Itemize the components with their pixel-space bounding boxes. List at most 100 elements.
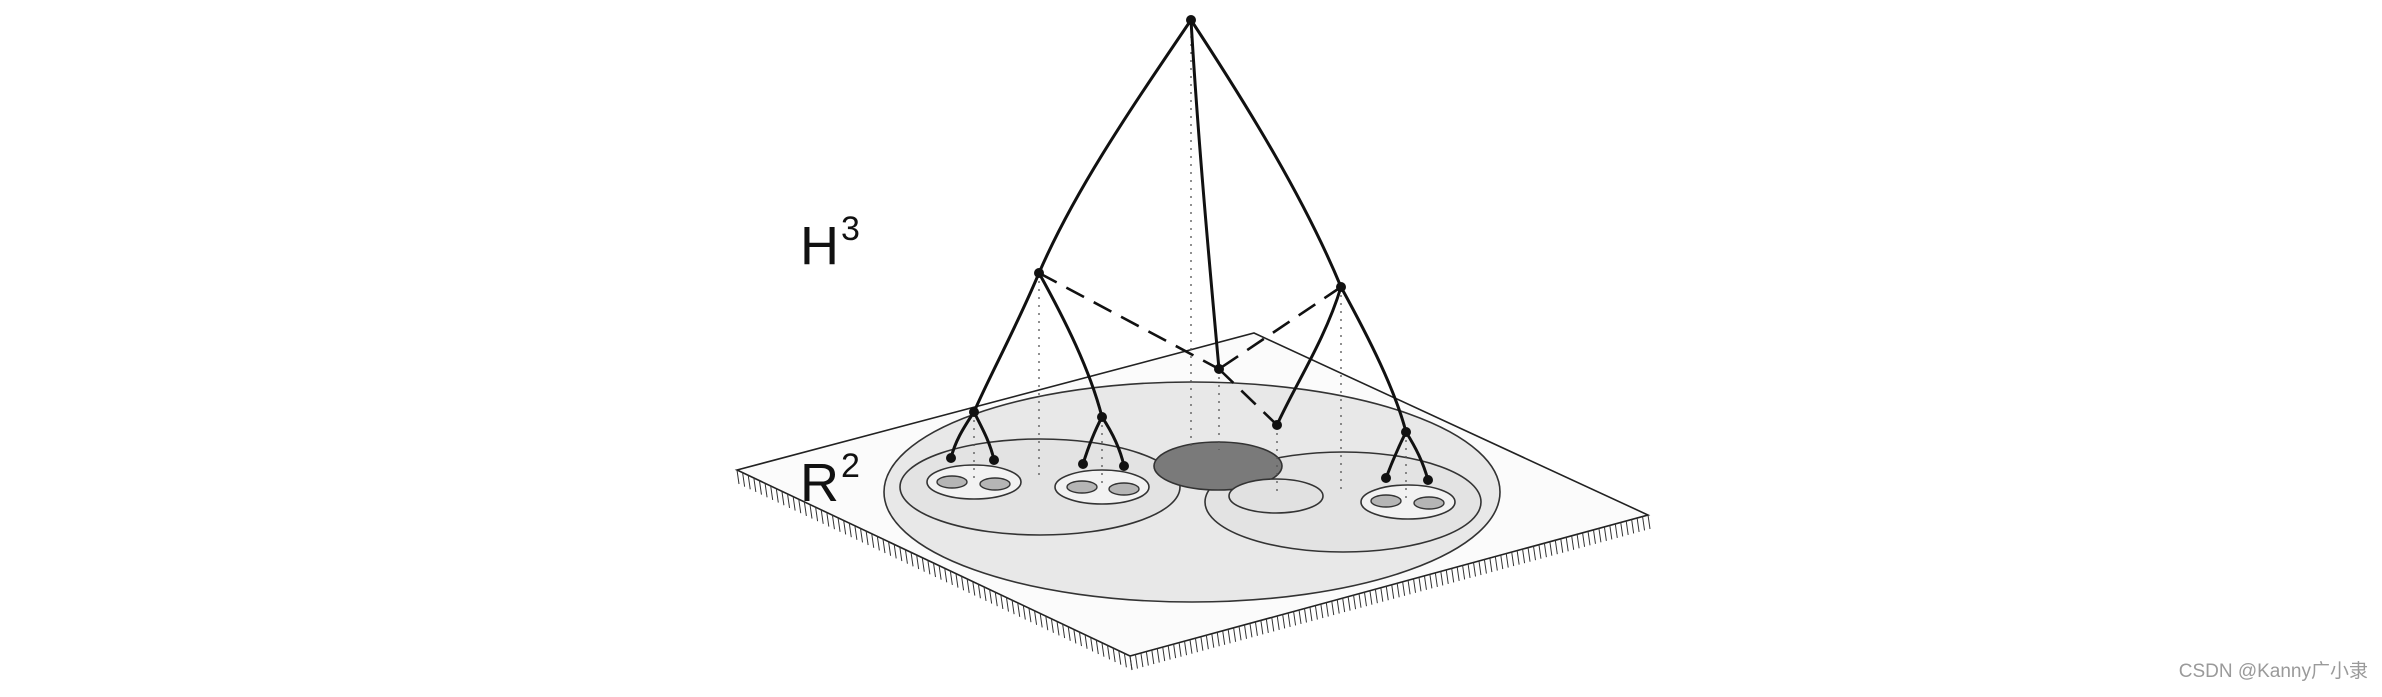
hatch-mark bbox=[1293, 611, 1297, 626]
hatch-mark bbox=[1505, 553, 1509, 568]
hatch-mark bbox=[955, 573, 959, 588]
hatch-mark bbox=[1451, 568, 1455, 583]
hatch-mark bbox=[1271, 617, 1275, 632]
hatch-mark bbox=[1592, 529, 1596, 544]
hatch-mark bbox=[949, 570, 953, 586]
hatch-mark bbox=[1084, 634, 1088, 649]
hatch-mark bbox=[1200, 636, 1204, 651]
hatch-mark bbox=[1423, 575, 1427, 590]
hatch-mark bbox=[961, 576, 965, 591]
dashed-connectors bbox=[1038, 271, 1342, 426]
hatch-mark bbox=[1631, 519, 1635, 534]
hatch-mark bbox=[1347, 596, 1351, 611]
hatch-mark bbox=[1320, 603, 1324, 619]
hatch-mark bbox=[1614, 523, 1618, 538]
hatch-mark bbox=[792, 496, 796, 511]
hatch-mark bbox=[1189, 639, 1193, 654]
leaf-node bbox=[1381, 473, 1391, 483]
hatch-mark bbox=[1516, 550, 1520, 565]
hatch-mark bbox=[1418, 577, 1422, 592]
hatch-mark bbox=[1123, 653, 1127, 668]
tree-node bbox=[1272, 420, 1282, 430]
hatch-mark bbox=[1500, 555, 1504, 570]
hatch-mark bbox=[1162, 647, 1166, 662]
hatch-mark bbox=[1216, 632, 1220, 647]
hatch-mark bbox=[888, 541, 892, 556]
hatch-mark bbox=[1538, 544, 1542, 559]
hatch-mark bbox=[1549, 541, 1553, 556]
hatch-mark bbox=[1067, 626, 1071, 641]
hatch-mark bbox=[1609, 525, 1613, 540]
hatch-mark bbox=[1625, 520, 1629, 536]
left-disk bbox=[899, 438, 1181, 536]
hatch-mark bbox=[1407, 580, 1411, 595]
tree-node bbox=[969, 407, 979, 417]
hatch-mark bbox=[747, 475, 751, 490]
hatch-mark bbox=[1522, 549, 1526, 564]
hatch-mark bbox=[848, 523, 852, 538]
hatch-mark bbox=[1005, 597, 1009, 612]
hatch-mark bbox=[1385, 586, 1389, 601]
hatch-mark bbox=[1276, 615, 1280, 630]
hatch-mark bbox=[1078, 632, 1082, 647]
r2-label: R2 bbox=[800, 447, 860, 514]
hatch-mark bbox=[1331, 601, 1335, 616]
hatch-mark bbox=[1034, 610, 1038, 625]
hatch-mark bbox=[927, 560, 931, 575]
hatch-mark bbox=[1249, 623, 1253, 638]
hatch-mark bbox=[1314, 605, 1318, 620]
hatch-mark bbox=[1050, 618, 1054, 633]
hatch-mark bbox=[876, 536, 880, 551]
hatch-mark bbox=[781, 491, 785, 506]
hatch-mark bbox=[983, 586, 987, 601]
leaf-disk-inner bbox=[936, 475, 968, 489]
hatch-mark bbox=[1429, 574, 1433, 589]
hatch-mark bbox=[764, 483, 768, 498]
hatch-mark bbox=[904, 549, 908, 564]
hatch-mark bbox=[1028, 608, 1032, 623]
hatch-mark bbox=[1374, 589, 1378, 604]
hatch-mark bbox=[1287, 612, 1291, 628]
hatch-mark bbox=[1303, 608, 1307, 623]
hatch-mark bbox=[843, 520, 847, 535]
hatch-mark bbox=[798, 499, 802, 514]
hatch-mark bbox=[1462, 565, 1466, 580]
hatch-mark bbox=[893, 544, 897, 559]
leaf-node bbox=[1078, 459, 1088, 469]
hatch-mark bbox=[1576, 534, 1580, 549]
hatch-mark bbox=[1532, 546, 1536, 561]
hatch-mark bbox=[1413, 578, 1417, 593]
hatch-mark bbox=[1647, 514, 1651, 530]
hatch-mark bbox=[1233, 627, 1237, 642]
hatch-mark bbox=[1396, 583, 1400, 598]
hatch-mark bbox=[837, 517, 841, 532]
hatch-mark bbox=[860, 528, 864, 543]
hatch-mark bbox=[1342, 598, 1346, 613]
hatch-mark bbox=[871, 533, 875, 548]
hatch-mark bbox=[1543, 543, 1547, 558]
hatch-mark bbox=[1336, 599, 1340, 614]
hatch-mark bbox=[1603, 526, 1607, 541]
hatch-mark bbox=[1440, 571, 1444, 586]
center-disk-light bbox=[1228, 478, 1324, 514]
hatch-mark bbox=[1358, 593, 1362, 608]
hatch-mark bbox=[1402, 581, 1406, 596]
hatch-mark bbox=[1260, 620, 1264, 635]
hatch-mark bbox=[1134, 654, 1138, 669]
hatch-mark bbox=[1145, 651, 1149, 666]
hatch-mark bbox=[1527, 547, 1531, 562]
hatch-mark bbox=[1598, 528, 1602, 543]
hatch-mark bbox=[1173, 644, 1177, 659]
hatch-mark bbox=[1101, 642, 1105, 657]
hatch-mark bbox=[1363, 592, 1367, 607]
hatch-mark bbox=[854, 525, 858, 540]
hatch-mark bbox=[1473, 562, 1477, 577]
hatch-mark bbox=[1140, 652, 1144, 668]
hatch-mark bbox=[1434, 572, 1438, 587]
tree-node bbox=[1401, 427, 1411, 437]
projection-lines bbox=[973, 20, 1407, 500]
hatch-mark bbox=[1118, 650, 1122, 665]
center-disk-dark bbox=[1153, 441, 1283, 491]
hatch-mark bbox=[977, 584, 981, 599]
tree-node bbox=[1214, 364, 1224, 374]
